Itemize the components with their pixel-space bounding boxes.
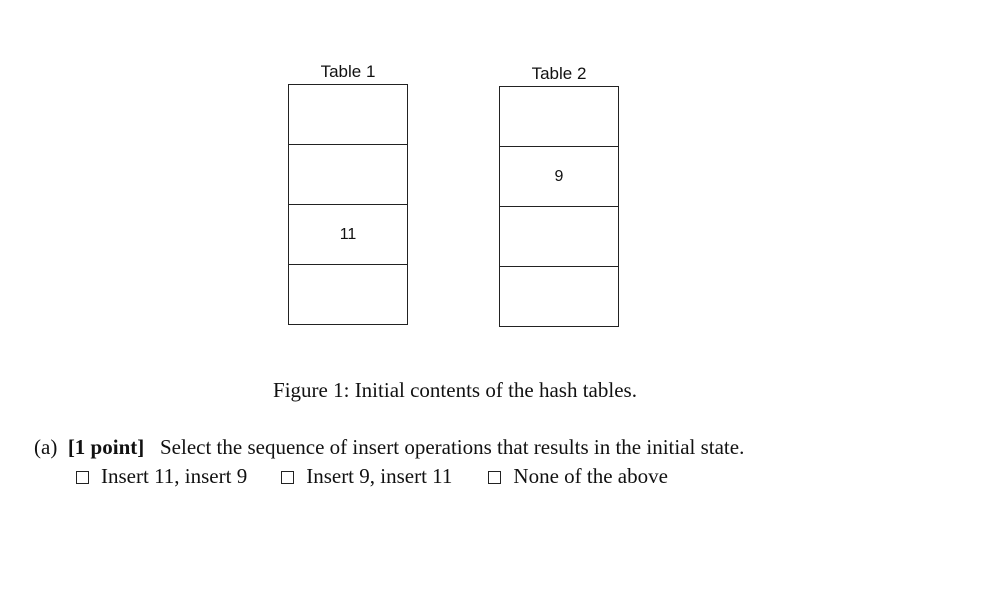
option-label: Insert 9, insert 11: [306, 464, 453, 488]
option-none-of-the-above[interactable]: None of the above: [488, 464, 668, 489]
option-label: Insert 11, insert 9: [101, 464, 248, 488]
table-1-slots: 11: [288, 84, 408, 325]
table-2-slot-1: 9: [500, 147, 618, 207]
checkbox-icon[interactable]: [76, 471, 89, 484]
question-a: (a) [1 point] Select the sequence of ins…: [34, 435, 744, 460]
table-2-slot-0: [500, 87, 618, 147]
checkbox-icon[interactable]: [488, 471, 502, 484]
option-insert-11-then-9[interactable]: Insert 11, insert 9: [76, 464, 247, 489]
table-1-slot-1: [289, 145, 407, 205]
table-2-slot-2: [500, 207, 618, 267]
table-1-slot-0: [289, 85, 407, 145]
question-points: [1 point]: [67, 435, 145, 459]
question-label: (a): [34, 435, 58, 459]
checkbox-icon[interactable]: [281, 471, 295, 484]
option-label: None of the above: [513, 464, 668, 488]
table-2-slots: 9: [499, 86, 619, 327]
option-insert-9-then-11[interactable]: Insert 9, insert 11: [281, 464, 452, 489]
table-1-slot-3: [289, 265, 407, 324]
table-1-title: Table 1: [320, 62, 376, 81]
question-text: Select the sequence of insert operations…: [160, 435, 745, 459]
table-2-title: Table 2: [531, 64, 587, 83]
figure-caption: Figure 1: Initial contents of the hash t…: [273, 378, 637, 402]
table-1-slot-2: 11: [289, 205, 407, 265]
answer-options: Insert 11, insert 9 Insert 9, insert 11 …: [76, 464, 668, 489]
table-2-slot-3: [500, 267, 618, 326]
